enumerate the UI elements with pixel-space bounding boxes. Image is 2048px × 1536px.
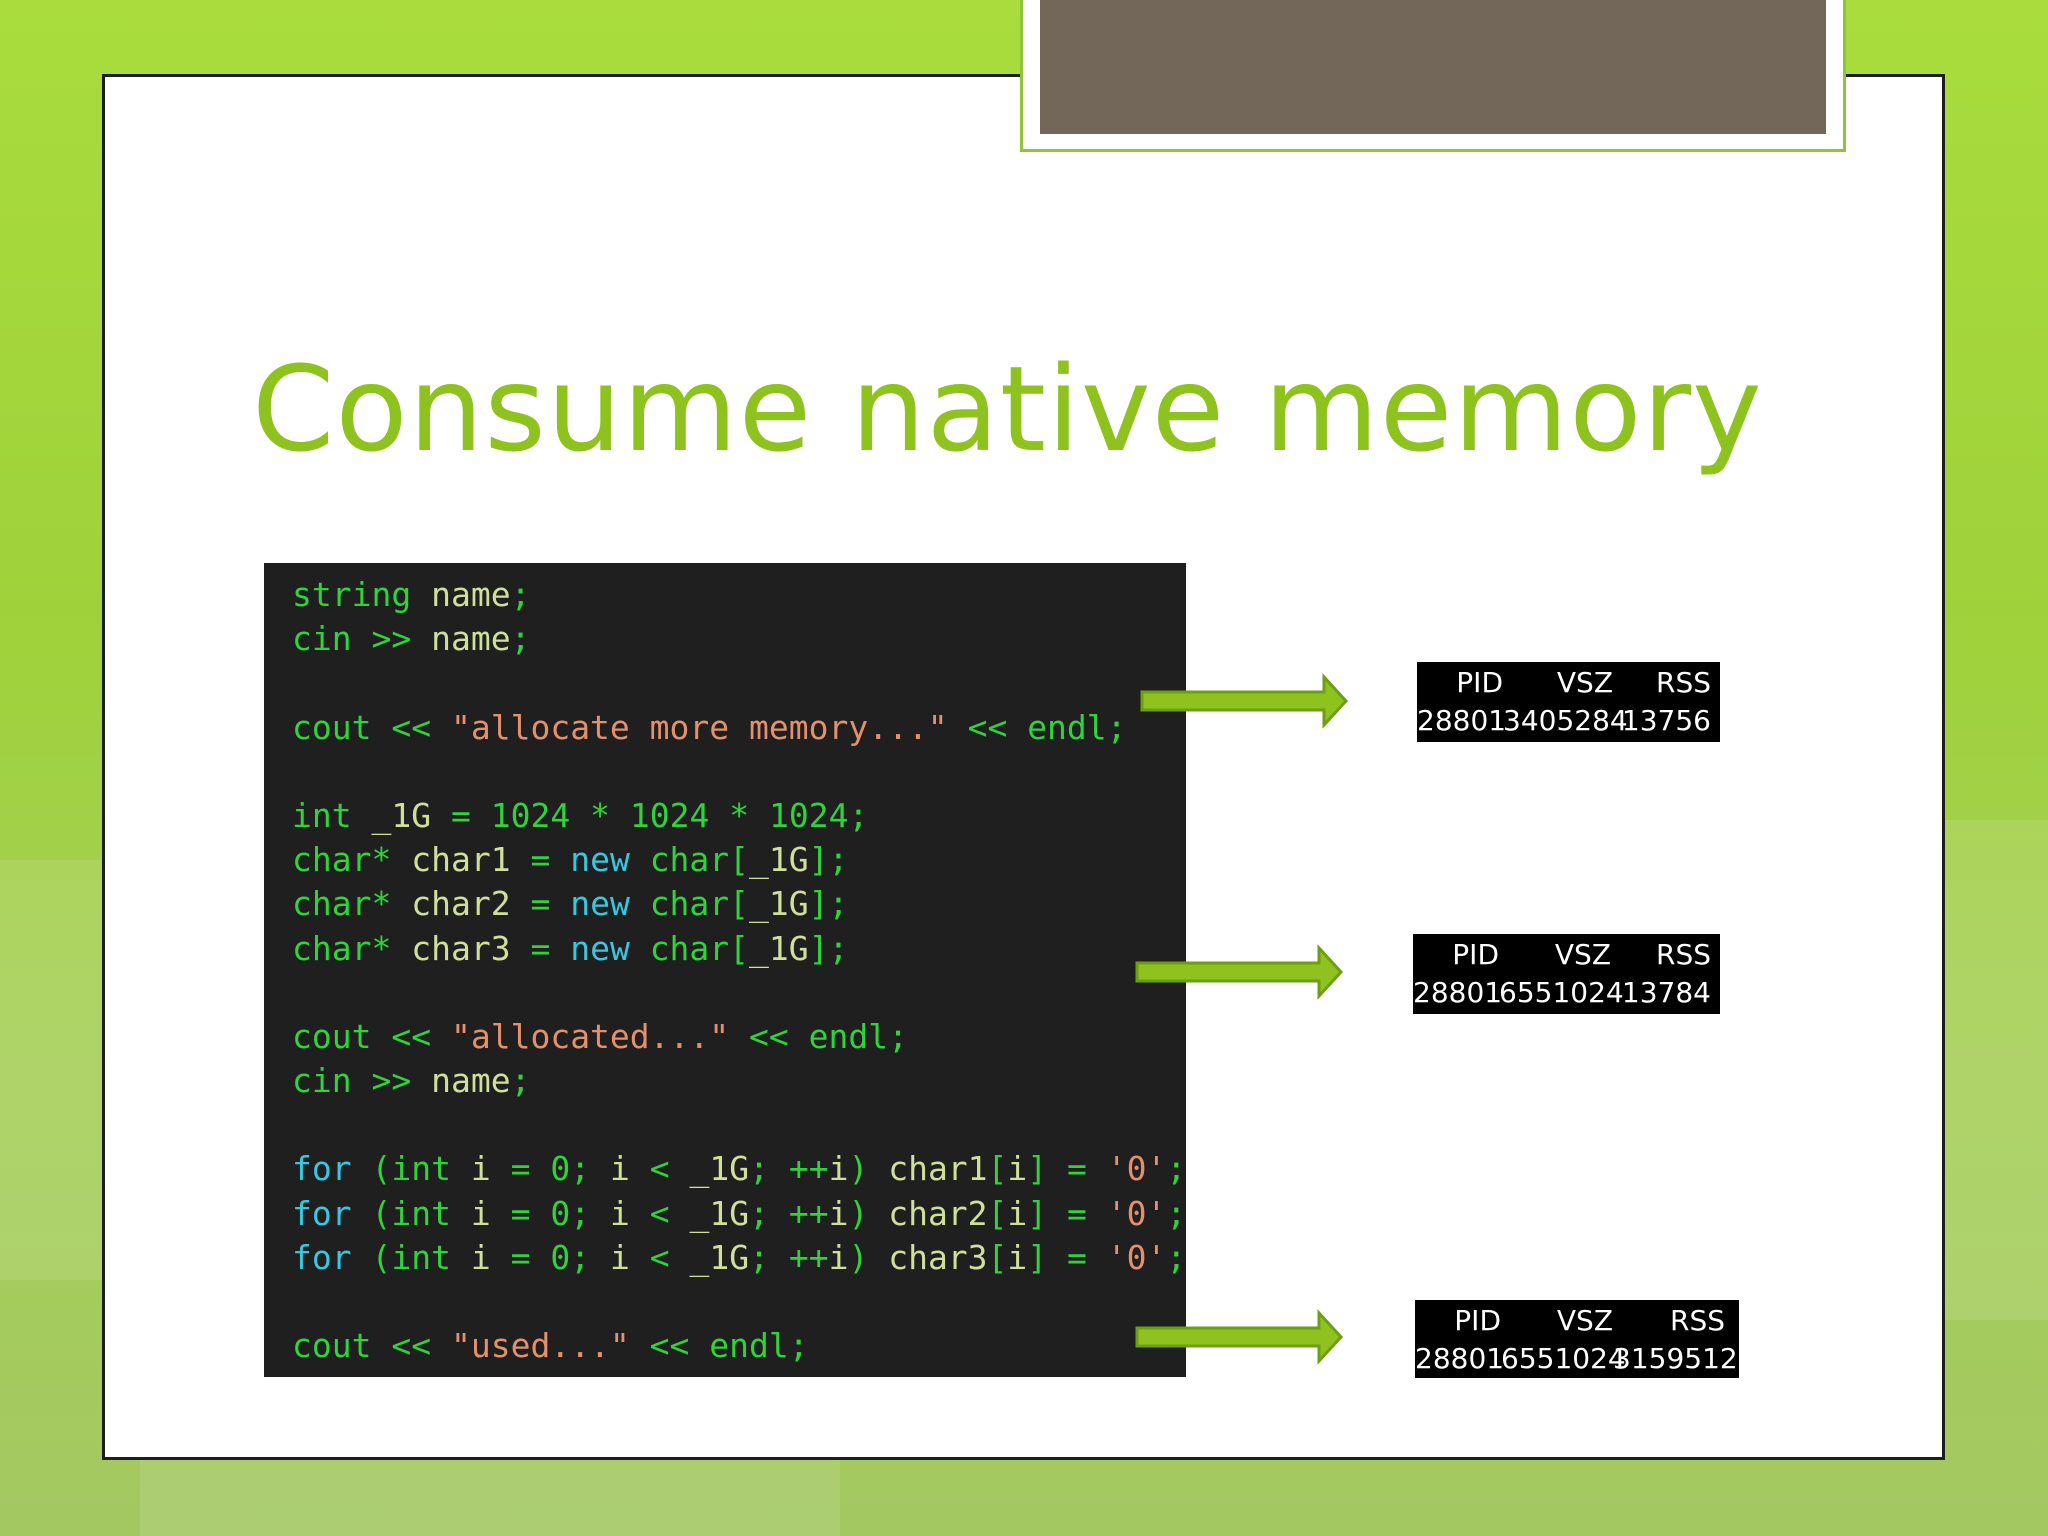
arrow-right-icon <box>1135 1309 1344 1365</box>
ps-header-rss: RSS <box>1655 666 1711 699</box>
ps-value-vsz: 3405284 <box>1503 704 1628 737</box>
ps-header-rss: RSS <box>1669 1304 1725 1337</box>
code-line <box>292 1280 1186 1324</box>
ps-header-row: PID VSZ RSS <box>1415 1302 1735 1340</box>
code-line: for (int i = 0; i < _1G; ++i) char1[i] =… <box>292 1149 1186 1189</box>
ps-output: PID VSZ RSS 28801 3405284 13756 <box>1417 662 1720 742</box>
slide-title: Consume native memory <box>252 340 1763 478</box>
arrow-right-icon <box>1140 673 1349 729</box>
ps-output: PID VSZ RSS 28801 6551024 3159512 <box>1415 1300 1739 1378</box>
ps-value-row: 28801 6551024 3159512 <box>1415 1340 1738 1378</box>
background-shape <box>0 860 102 1280</box>
ps-value-rss: 13756 <box>1621 704 1711 737</box>
code-line: char* char3 = new char[_1G]; <box>292 928 849 968</box>
code-line <box>292 750 1186 794</box>
code-line: char* char1 = new char[_1G]; <box>292 840 849 880</box>
ps-header-pid: PID <box>1454 1304 1501 1337</box>
ps-value-row: 28801 6551024 13784 <box>1413 974 1712 1012</box>
ps-value-rss: 13784 <box>1621 976 1711 1009</box>
code-line: int _1G = 1024 * 1024 * 1024; <box>292 795 869 835</box>
background-shape <box>140 1460 840 1536</box>
ps-header-vsz: VSZ <box>1554 938 1611 971</box>
code-block: string name; cin >> name; cout << "allocat… <box>264 563 1186 1377</box>
code-line: for (int i = 0; i < _1G; ++i) char2[i] =… <box>292 1193 1186 1233</box>
code-line: char* char2 = new char[_1G]; <box>292 884 849 924</box>
ps-header-row: PID VSZ RSS <box>1417 664 1712 702</box>
background-shape <box>1945 820 2048 1320</box>
ps-output: PID VSZ RSS 28801 6551024 13784 <box>1413 934 1720 1014</box>
ps-value-pid: 28801 <box>1415 1342 1505 1375</box>
code-line: cout << "used..." << endl; <box>292 1326 809 1366</box>
ps-header-pid: PID <box>1456 666 1503 699</box>
ps-value-pid: 28801 <box>1413 976 1503 1009</box>
ps-header-rss: RSS <box>1655 938 1711 971</box>
code-line <box>292 661 1186 705</box>
code-line: for (int i = 0; i < _1G; ++i) char3[i] =… <box>292 1237 1186 1277</box>
code-line <box>292 1103 1186 1147</box>
title-tab-fill <box>1040 0 1826 134</box>
ps-header-vsz: VSZ <box>1556 1304 1613 1337</box>
ps-value-vsz: 6551024 <box>1501 1342 1626 1375</box>
code-line <box>292 971 1186 1015</box>
code-line: cout << "allocate more memory..." << end… <box>292 707 1127 747</box>
ps-value-row: 28801 3405284 13756 <box>1417 702 1712 740</box>
code-line: string name; <box>292 575 531 614</box>
ps-value-rss: 3159512 <box>1613 1342 1738 1375</box>
code-line: cin >> name; <box>292 1061 531 1101</box>
code-line: cout << "allocated..." << endl; <box>292 1016 908 1056</box>
ps-header-pid: PID <box>1452 938 1499 971</box>
ps-header-row: PID VSZ RSS <box>1413 936 1712 974</box>
ps-value-pid: 28801 <box>1417 704 1507 737</box>
arrow-right-icon <box>1135 944 1344 1000</box>
code-line: cin >> name; <box>292 619 531 659</box>
ps-header-vsz: VSZ <box>1556 666 1613 699</box>
ps-value-vsz: 6551024 <box>1499 976 1624 1009</box>
